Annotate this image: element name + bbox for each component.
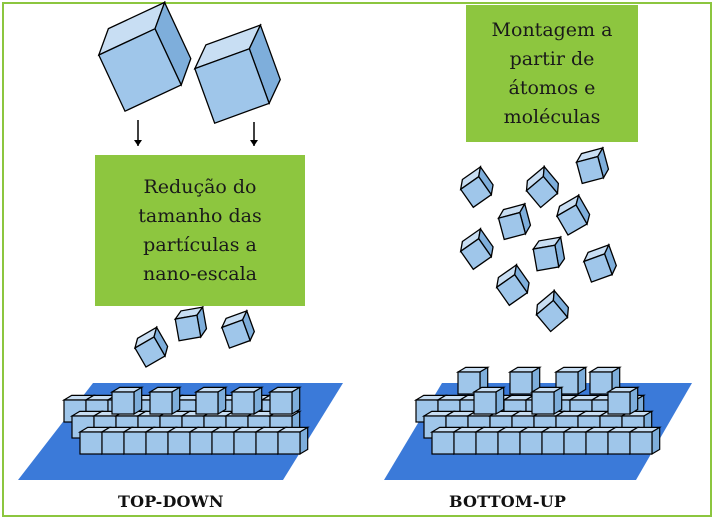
caption-bottom-up: BOTTOM-UP xyxy=(449,492,567,511)
grid-cube xyxy=(507,366,542,396)
cube-grid-left xyxy=(61,386,310,456)
small-cubes xyxy=(133,146,618,368)
large-cubes xyxy=(97,0,281,125)
small-cube xyxy=(531,235,566,272)
grid-cube xyxy=(627,426,662,456)
arrow-icon xyxy=(134,120,142,146)
grid-cube xyxy=(471,386,506,416)
small-cube xyxy=(555,193,591,236)
large-cube-2 xyxy=(193,23,281,125)
small-cube xyxy=(173,305,208,342)
small-cube xyxy=(575,146,610,185)
small-cube xyxy=(459,165,494,209)
small-cube xyxy=(495,263,530,307)
grid-cube xyxy=(267,386,302,416)
small-cube xyxy=(133,325,169,368)
grid-cube xyxy=(147,386,182,416)
small-cube xyxy=(220,309,256,349)
small-cube xyxy=(535,288,570,333)
grid-cube xyxy=(605,386,640,416)
cube-grid-right xyxy=(413,366,662,456)
grid-cube xyxy=(193,386,228,416)
grid-cube xyxy=(529,386,564,416)
arrow-icon xyxy=(250,122,258,146)
large-cube-1 xyxy=(97,0,192,113)
grid-cube xyxy=(109,386,144,416)
small-cube xyxy=(525,164,560,209)
caption-top-down: TOP-DOWN xyxy=(118,492,224,511)
small-cube xyxy=(582,243,618,283)
label-box-bottom-up: Montagem a partir de átomos e moléculas xyxy=(466,5,638,142)
small-cube xyxy=(459,227,494,271)
diagram-frame xyxy=(2,2,712,517)
grid-cube xyxy=(275,426,310,456)
arrows xyxy=(134,120,258,146)
label-box-top-down: Redução do tamanho das partículas a nano… xyxy=(95,155,305,306)
grid-cube xyxy=(229,386,264,416)
small-cube xyxy=(497,202,532,241)
